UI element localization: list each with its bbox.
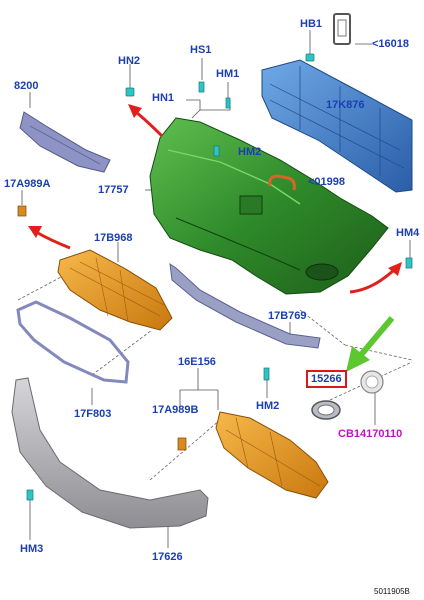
grille-surround	[16, 300, 130, 384]
label-hs1: HS1	[190, 44, 212, 56]
fog-lamp-bezel	[311, 400, 341, 420]
label-16e156: 16E156	[178, 356, 216, 368]
reinforcement-beam	[261, 59, 413, 193]
fasteners	[17, 53, 413, 501]
label-16018: <16018	[372, 38, 410, 50]
label-hm1: HM1	[216, 68, 240, 80]
label-hb1: HB1	[300, 18, 323, 30]
emblem-bracket-8200	[19, 111, 111, 173]
label-hn2: HN2	[118, 55, 141, 67]
clip-icon	[17, 205, 27, 217]
arrowheads	[28, 104, 402, 276]
label-17757: 17757	[98, 184, 129, 196]
label-17k876: 17K876	[326, 99, 365, 111]
clip-icon	[125, 87, 135, 97]
upper-absorber	[57, 249, 173, 331]
green-arrow	[346, 316, 395, 372]
bolt-icon	[225, 97, 231, 109]
label-15266: 15266	[306, 370, 347, 388]
label-hm2-top: HM2	[238, 146, 262, 158]
nut-icon	[26, 489, 34, 501]
label-cb14170110: CB14170110	[338, 428, 403, 440]
fog-lamp	[360, 370, 384, 394]
hook-01998	[268, 174, 296, 191]
label-01998: <01998	[308, 176, 346, 188]
screw-icon	[405, 257, 413, 269]
screw-icon	[213, 145, 220, 157]
red-arrows	[35, 110, 396, 294]
label-17b769: 17B769	[268, 310, 307, 322]
label-17f803: 17F803	[74, 408, 112, 420]
lower-trim-strip	[169, 262, 321, 349]
label-8200: 8200	[14, 80, 39, 92]
lower-valance	[11, 377, 209, 529]
label-hm3: HM3	[20, 543, 44, 555]
clip-icon	[305, 53, 315, 62]
lower-absorber	[215, 411, 329, 499]
label-17626: 17626	[152, 551, 183, 563]
bumper-cover	[149, 117, 389, 295]
reference-number: 5011905B	[374, 587, 410, 596]
label-17a989a: 17A989A	[4, 178, 51, 190]
label-17b968: 17B968	[94, 232, 133, 244]
label-hm2-bottom: HM2	[256, 400, 280, 412]
hb1-bracket	[333, 13, 351, 45]
bolt-icon	[198, 81, 205, 93]
label-hm4: HM4	[396, 227, 420, 239]
label-17a989b: 17A989B	[152, 404, 199, 416]
clip-icon	[177, 437, 187, 451]
bolt-icon	[263, 367, 270, 381]
label-hn1: HN1	[152, 92, 175, 104]
